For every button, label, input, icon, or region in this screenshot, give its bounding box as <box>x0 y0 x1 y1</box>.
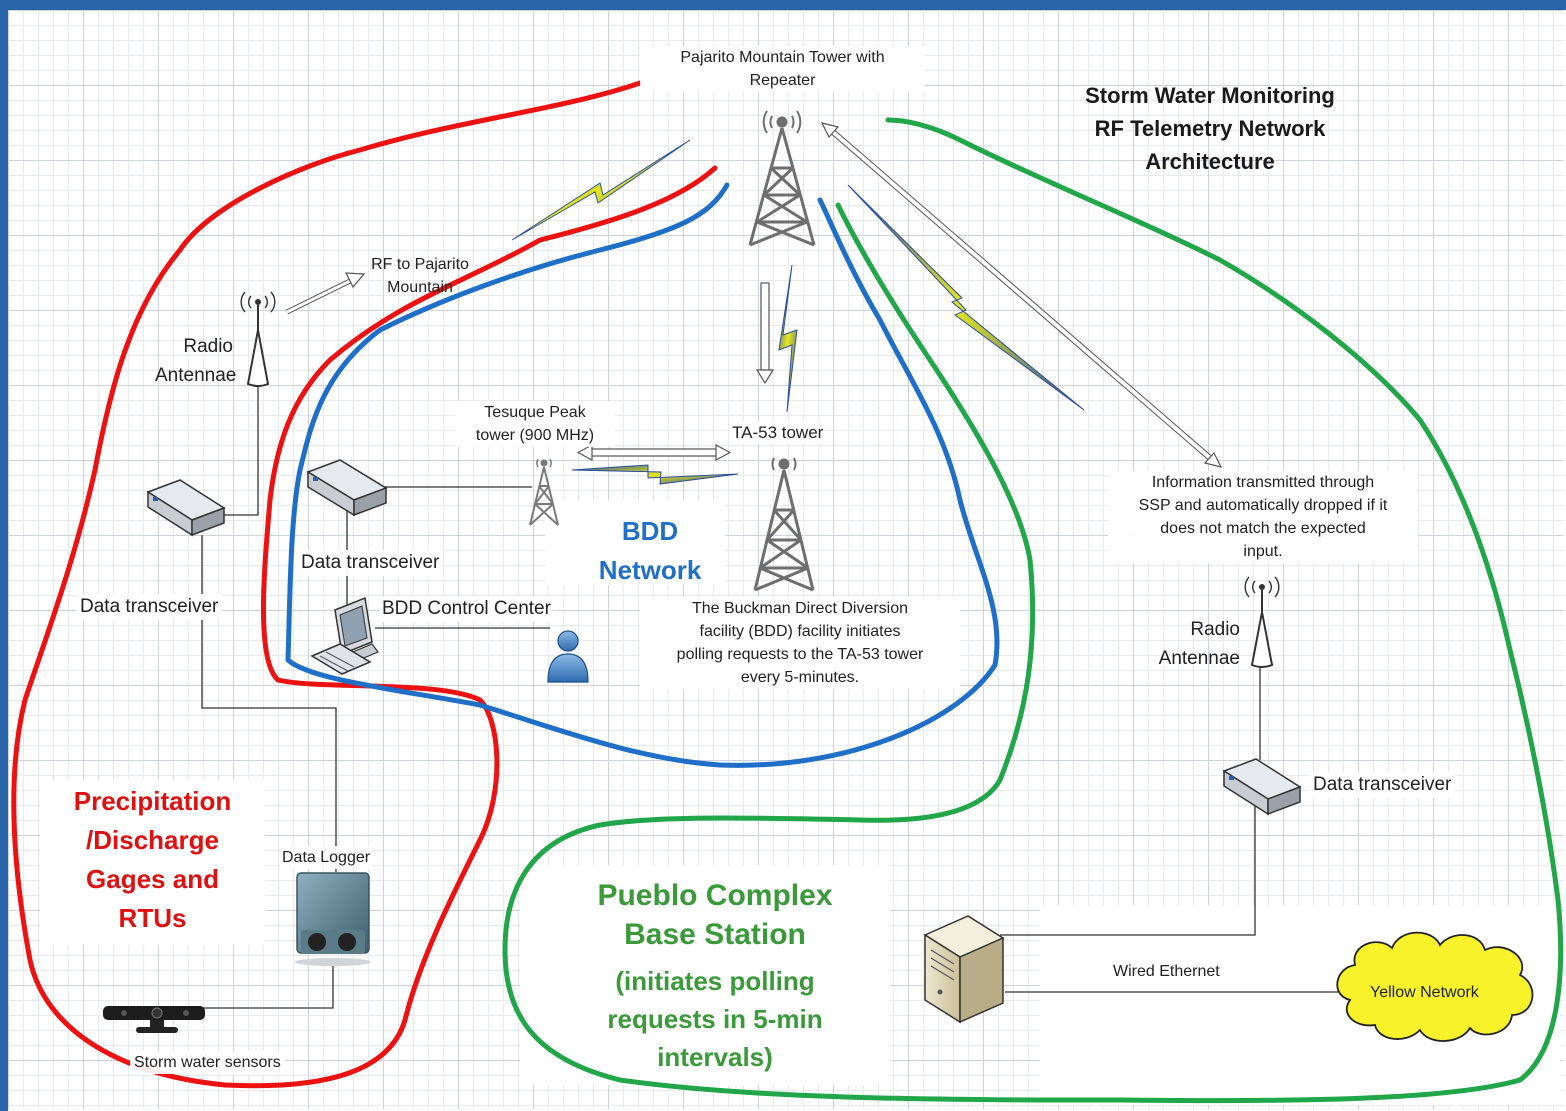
tesuque-peak-label: Tesuque Peak tower (900 MHz) <box>455 401 615 447</box>
left-frame-bar <box>0 0 8 1111</box>
data-transceiver-label-right: Data transceiver <box>1309 772 1456 798</box>
pueblo-base-station-title: Pueblo Complex Base Station <box>597 879 833 951</box>
pajarito-tower-icon <box>748 110 816 247</box>
computer-icon <box>310 596 379 675</box>
rf-link-bolt-vertical <box>778 264 798 413</box>
radio-antennae-label-right: Radio Antennae <box>1158 619 1240 669</box>
diagram-title: Storm Water Monitoring RF Telemetry Netw… <box>1040 79 1380 178</box>
green-zone-boundary <box>502 117 1564 1104</box>
arrow-pajarito-down <box>755 282 775 385</box>
pueblo-base-station-subtitle: (initiates polling requests in 5-min int… <box>607 966 823 1072</box>
pueblo-label-backdrop <box>520 865 890 1085</box>
precipitation-zone-label: Precipitation /Discharge Gages and RTUs <box>73 786 232 933</box>
radio-antenna-icon-right <box>1244 576 1280 668</box>
red-zone-boundary <box>11 80 718 1089</box>
tesuque-tower-icon <box>529 458 559 526</box>
top-frame-bar <box>0 0 1566 10</box>
info-transmitted-description: Information transmitted through SSP and … <box>1108 471 1418 563</box>
precip-label-backdrop <box>40 780 265 945</box>
rf-link-bolt-ta53 <box>571 464 739 485</box>
storm-water-sensor-icon <box>103 1006 205 1033</box>
bdd-control-center-label: BDD Control Center <box>380 596 553 622</box>
radio-antenna-icon-left <box>240 291 276 387</box>
bdd-label-backdrop <box>545 500 725 585</box>
ta53-tower-icon <box>753 457 815 592</box>
rf-to-pajarito-label: RF to Pajarito Mountain <box>371 256 469 296</box>
data-logger-label: Data Logger <box>280 846 373 869</box>
radio-antennae-label-left: Radio Antennae <box>155 336 237 386</box>
storm-water-sensors-label: Storm water sensors <box>130 1051 285 1074</box>
server-icon <box>923 915 1005 1024</box>
pajarito-tower-label: Pajarito Mountain Tower with Repeater <box>640 46 925 92</box>
rf-link-bolt-left <box>511 139 691 241</box>
data-transceiver-icon-left <box>146 479 226 537</box>
yellow-network-cloud <box>1336 931 1534 1042</box>
data-transceiver-icon-right <box>1222 758 1302 816</box>
arrow-tesuque-ta53 <box>576 443 732 462</box>
blue-zone-boundary <box>285 182 1000 768</box>
arrow-pajarito-info <box>820 122 1223 468</box>
data-transceiver-label-bdd: Data transceiver <box>297 550 444 576</box>
user-icon <box>547 630 589 683</box>
yellow-network-label: Yellow Network <box>1370 984 1479 1001</box>
rf-link-bolt-right <box>847 184 1085 411</box>
title-line-1: Storm Water Monitoring <box>1085 83 1335 108</box>
wired-ethernet-label: Wired Ethernet <box>1113 963 1220 980</box>
data-logger-icon <box>295 872 371 966</box>
connection-lines <box>186 383 1340 1009</box>
bdd-description: The Buckman Direct Diversion facility (B… <box>640 597 960 689</box>
arrow-rf-to-pajarito <box>285 272 366 315</box>
title-line-2: RF Telemetry Network <box>1094 116 1326 141</box>
data-transceiver-label-left: Data transceiver <box>76 594 223 620</box>
data-transceiver-icon-bdd <box>306 459 388 517</box>
bdd-network-label: BDD Network <box>598 516 702 585</box>
title-line-3: Architecture <box>1145 149 1275 174</box>
ta53-tower-label: TA-53 tower <box>730 421 826 444</box>
